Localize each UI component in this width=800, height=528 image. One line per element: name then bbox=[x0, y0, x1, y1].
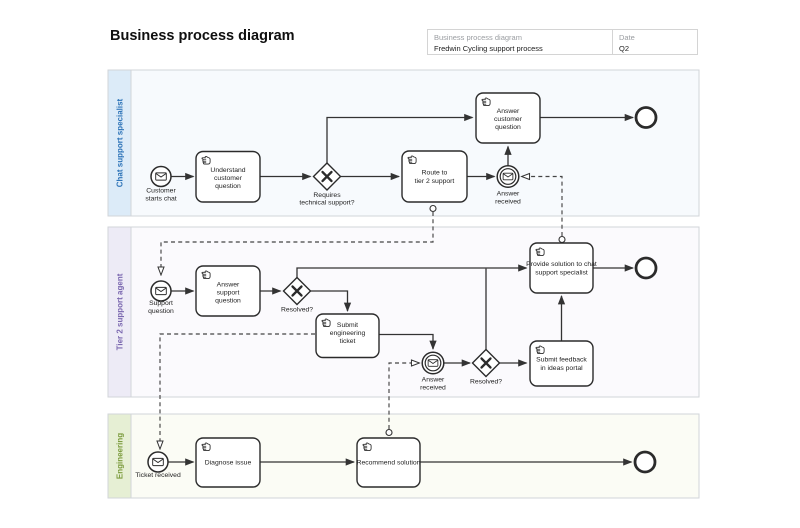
gateway-requires-technical-support[interactable]: Requires technical support? bbox=[299, 162, 355, 207]
info-name-label: Business process diagram bbox=[434, 33, 522, 42]
lane-label-engineering: Engineering bbox=[116, 433, 125, 479]
flow-resolved1-to-provide-solution[interactable] bbox=[296, 264, 528, 278]
message-flow-line bbox=[522, 177, 563, 236]
flow-gateway-to-answer-customer[interactable] bbox=[326, 113, 474, 164]
task-label: Submit bbox=[337, 322, 358, 329]
task-label: question bbox=[215, 298, 241, 305]
task-provide-solution-chat[interactable]: Provide solution to chat support special… bbox=[526, 242, 597, 294]
gateway-label: Resolved? bbox=[281, 307, 313, 314]
task-label: Understand bbox=[210, 167, 245, 174]
task-label: question bbox=[495, 124, 521, 131]
end-event-engineering[interactable] bbox=[633, 450, 657, 474]
manual-task-icon bbox=[481, 97, 491, 107]
message-icon bbox=[152, 457, 164, 467]
lane-strip-engineering bbox=[107, 413, 132, 499]
manual-task-icon bbox=[321, 318, 331, 328]
task-label: Recommend solution bbox=[357, 460, 421, 467]
message-source-dot bbox=[429, 204, 437, 213]
start-event-support-question[interactable]: Support question bbox=[148, 280, 174, 315]
manual-task-icon bbox=[201, 442, 211, 452]
event-label: received bbox=[495, 199, 521, 206]
event-label: Answer bbox=[497, 191, 520, 198]
info-date-label: Date bbox=[619, 33, 635, 42]
task-submit-engineering-ticket[interactable]: Submit engineering ticket bbox=[315, 313, 380, 359]
exclusive-gateway-x-icon bbox=[291, 285, 303, 297]
lane-label-chat: Chat support specialist bbox=[116, 98, 125, 187]
gateway-label: Requires bbox=[313, 192, 341, 199]
event-label: received bbox=[420, 385, 446, 392]
task-label: question bbox=[215, 183, 241, 190]
task-diagnose-issue[interactable]: Diagnose issue bbox=[195, 437, 261, 488]
start-event-customer-starts-chat[interactable]: Customer starts chat bbox=[145, 165, 177, 203]
task-label: Route to bbox=[422, 170, 448, 177]
end-event-tier2[interactable] bbox=[634, 256, 658, 280]
message-flow-line bbox=[388, 363, 419, 429]
task-label: Diagnose issue bbox=[205, 460, 252, 467]
message-source-dot bbox=[385, 428, 393, 437]
exclusive-gateway-x-icon bbox=[321, 170, 333, 183]
task-label: tier 2 support bbox=[415, 178, 455, 185]
task-label: in ideas portal bbox=[540, 365, 583, 372]
event-label: Support bbox=[149, 300, 173, 307]
manual-task-icon bbox=[535, 345, 545, 355]
task-submit-feedback-ideas-portal[interactable]: Submit feedback in ideas portal bbox=[529, 340, 594, 387]
manual-task-icon bbox=[535, 247, 545, 257]
message-flow-line bbox=[160, 333, 315, 449]
task-label: customer bbox=[494, 116, 523, 123]
event-label: Customer bbox=[146, 188, 176, 195]
task-label: ticket bbox=[340, 338, 356, 345]
task-route-to-tier-2-support[interactable]: Route to tier 2 support bbox=[401, 150, 468, 203]
event-label: starts chat bbox=[145, 196, 176, 203]
message-source-dot bbox=[558, 235, 566, 244]
manual-task-icon bbox=[201, 270, 211, 280]
message-icon bbox=[155, 286, 167, 296]
message-flow-line bbox=[161, 212, 434, 275]
lane-label-tier2: Tier 2 support agent bbox=[116, 273, 125, 350]
lane-strip-chat bbox=[107, 69, 132, 217]
exclusive-gateway-x-icon bbox=[480, 357, 492, 369]
message-flow-route-to-support-question[interactable] bbox=[161, 204, 437, 275]
task-answer-support-question[interactable]: Answer support question bbox=[195, 265, 261, 317]
task-label: support bbox=[217, 290, 240, 297]
task-recommend-solution[interactable]: Recommend solution bbox=[356, 437, 421, 488]
task-understand-customer-question[interactable]: Understand customer question bbox=[195, 150, 261, 203]
task-label: Provide solution to chat bbox=[526, 261, 597, 268]
task-label: engineering bbox=[330, 330, 366, 337]
task-label: Answer bbox=[217, 282, 240, 289]
lane-strip-tier2 bbox=[107, 226, 132, 398]
info-date-value: Q2 bbox=[619, 44, 630, 53]
task-label: Answer bbox=[497, 108, 520, 115]
event-label: Answer bbox=[422, 377, 445, 384]
task-label: Submit feedback bbox=[536, 357, 587, 364]
info-cell-name: Business process diagram Fredwin Cycling… bbox=[428, 30, 613, 54]
diagram-info-table: Business process diagram Fredwin Cycling… bbox=[427, 29, 698, 55]
start-event-ticket-received[interactable]: Ticket received bbox=[135, 451, 181, 479]
event-label: Ticket received bbox=[135, 472, 181, 479]
event-label: question bbox=[148, 308, 174, 315]
manual-task-icon bbox=[362, 442, 372, 452]
page-title: Business process diagram bbox=[110, 28, 295, 44]
gateway-resolved-first[interactable]: Resolved? bbox=[281, 276, 313, 314]
end-event-chat[interactable] bbox=[634, 106, 658, 129]
message-flow-recommend-to-answer-received[interactable] bbox=[385, 363, 419, 437]
info-cell-date: Date Q2 bbox=[613, 30, 697, 54]
gateway-resolved-second[interactable]: Resolved? bbox=[470, 348, 502, 386]
manual-task-icon bbox=[407, 155, 417, 165]
flow-resolved1-to-submit-ticket[interactable] bbox=[310, 290, 352, 313]
task-answer-customer-question[interactable]: Answer customer question bbox=[475, 92, 541, 144]
gateway-label: Resolved? bbox=[470, 379, 502, 386]
task-label: support specialist bbox=[535, 270, 588, 277]
manual-task-icon bbox=[201, 155, 211, 165]
intermediate-event-answer-received-tier2[interactable]: Answer received bbox=[420, 351, 446, 392]
message-icon bbox=[427, 359, 439, 367]
task-label: customer bbox=[214, 175, 243, 182]
message-flow-submit-ticket-to-ticket-received[interactable] bbox=[160, 333, 315, 449]
message-icon bbox=[502, 172, 514, 181]
gateway-label: technical support? bbox=[299, 200, 354, 207]
message-icon bbox=[155, 172, 167, 181]
flow-submit-ticket-to-answer-received[interactable] bbox=[379, 333, 437, 351]
info-name-value: Fredwin Cycling support process bbox=[434, 44, 543, 53]
intermediate-event-answer-received-chat[interactable]: Answer received bbox=[495, 164, 521, 206]
